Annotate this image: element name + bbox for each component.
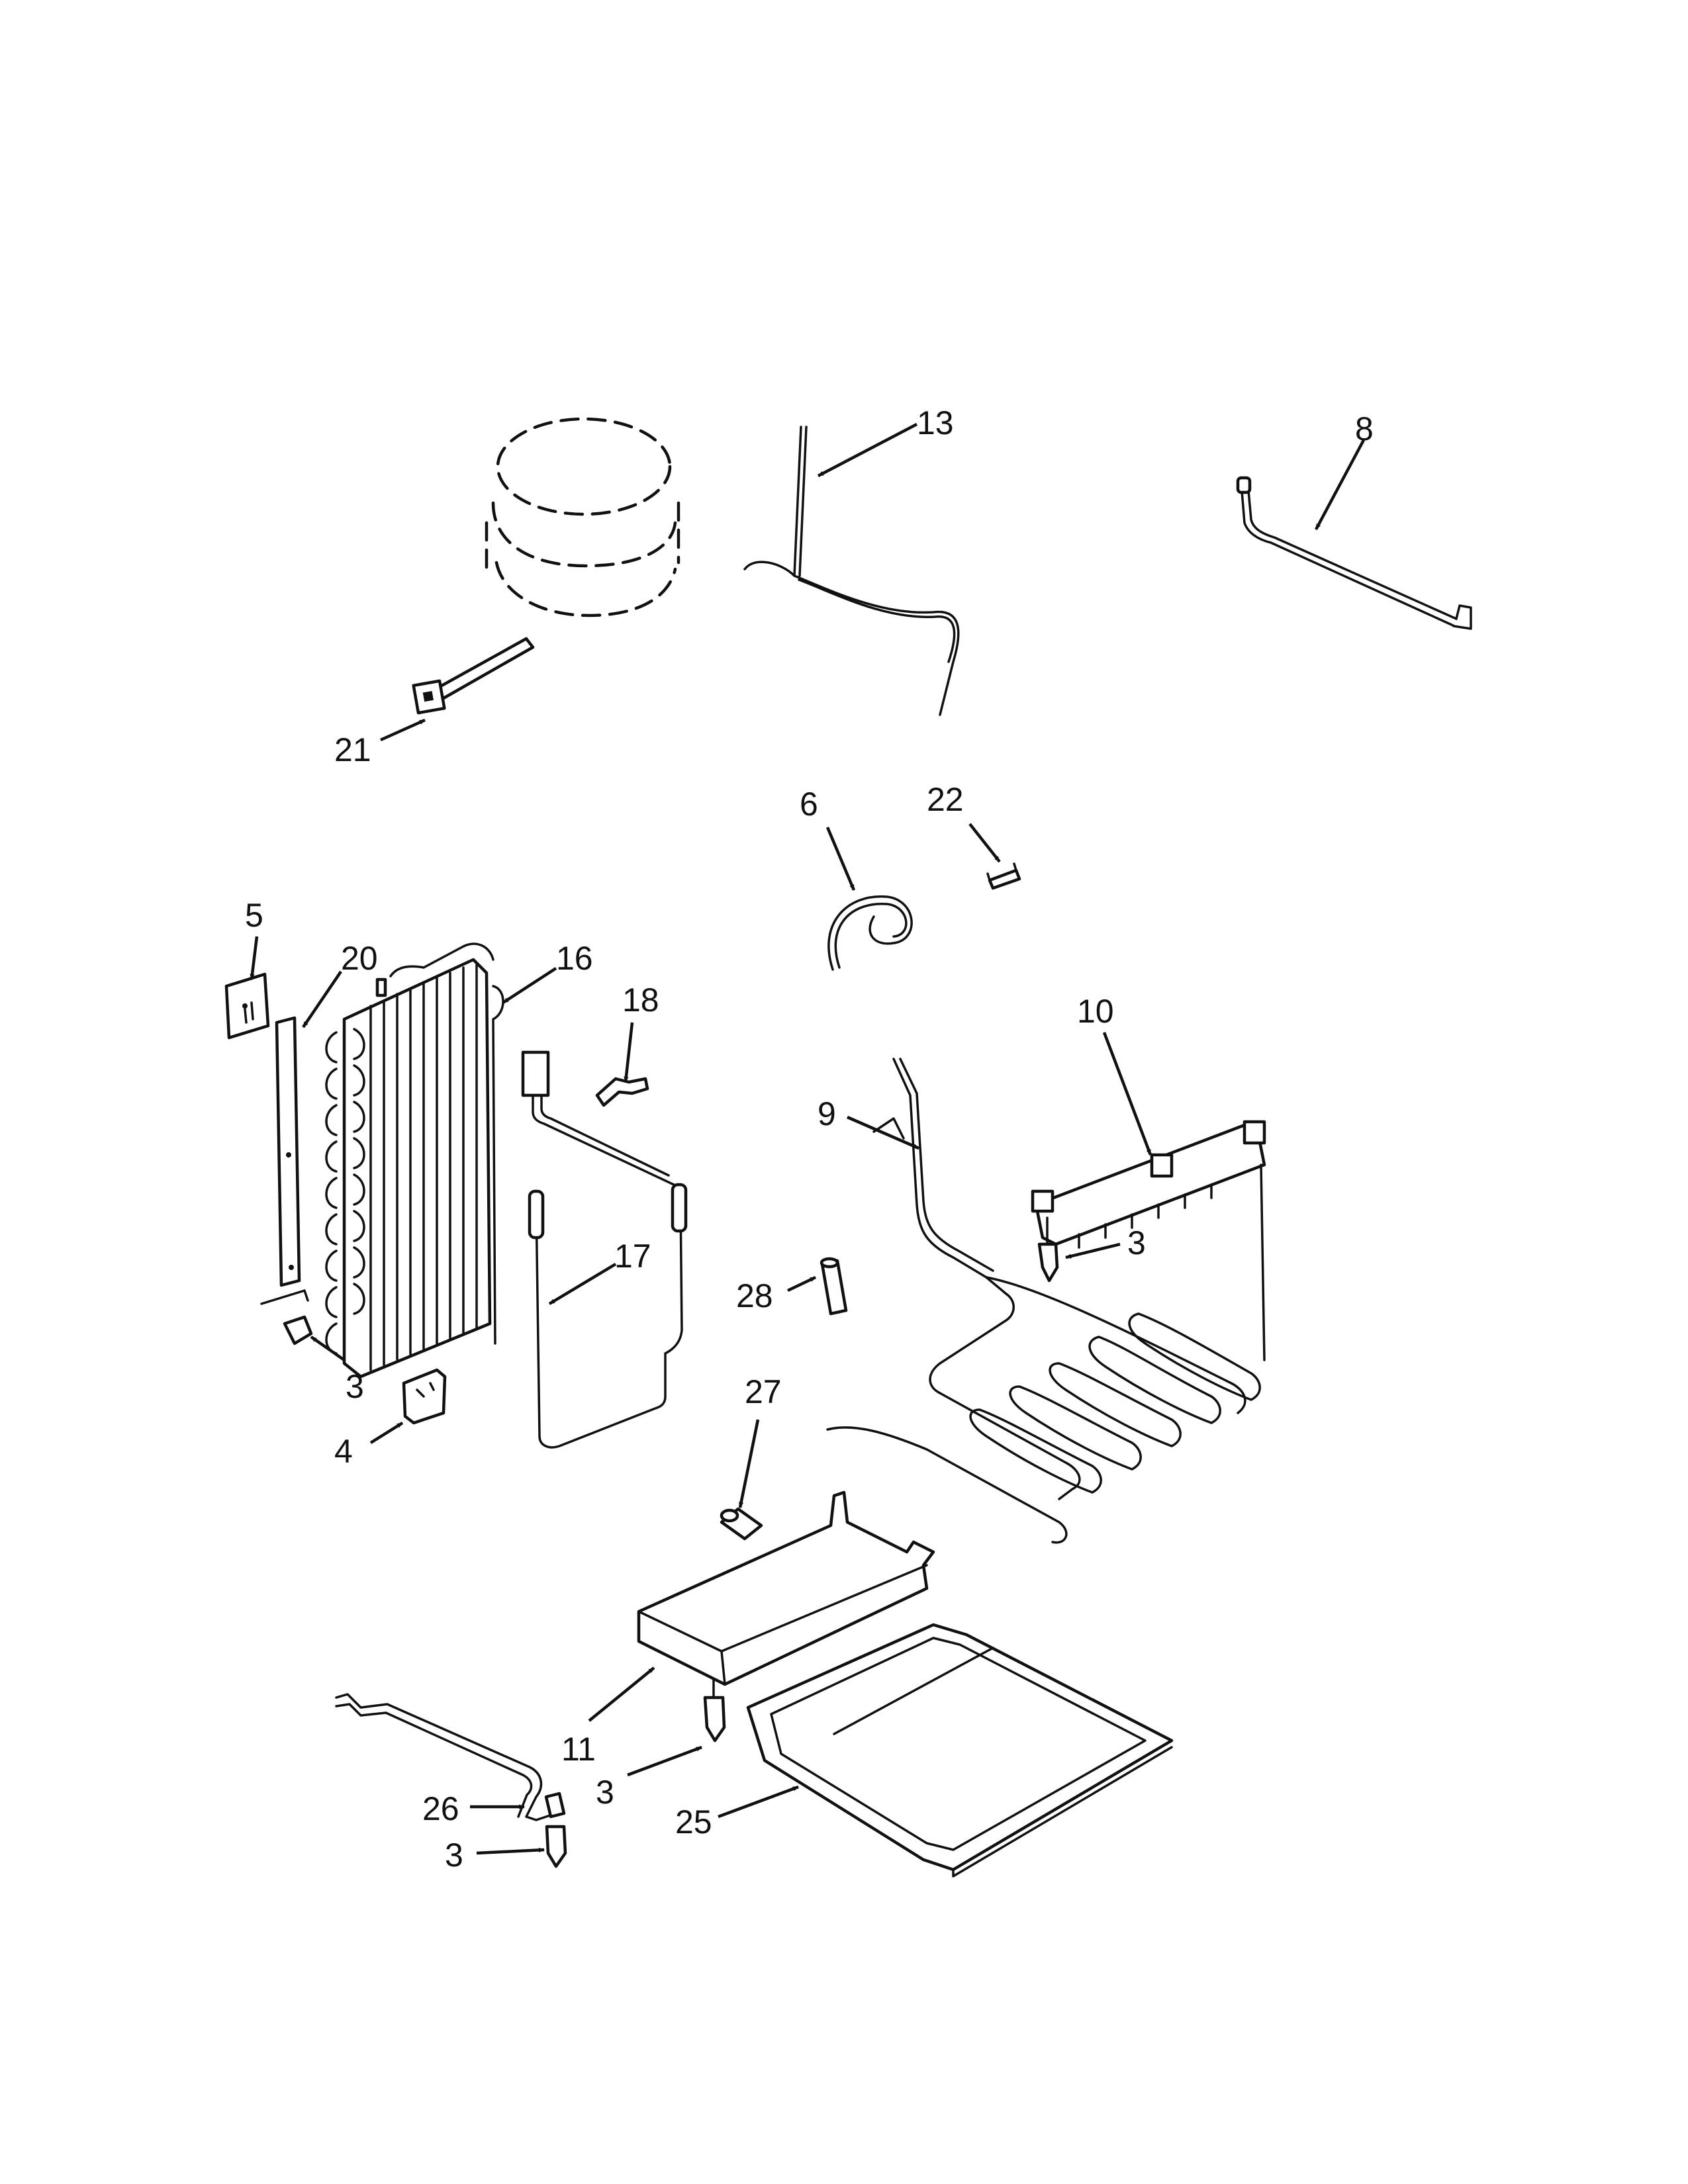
callout-20: 20 <box>341 940 378 977</box>
part-27-sleeve <box>720 1507 763 1541</box>
part-6-loop-tube <box>827 895 913 971</box>
callout-28: 28 <box>736 1277 773 1314</box>
part-8-tube <box>1236 476 1472 630</box>
callout-27: 27 <box>745 1373 782 1410</box>
part-28-sleeve <box>820 1257 848 1316</box>
callout-labels: 13 8 21 6 22 5 20 16 18 10 9 3 17 28 3 2… <box>245 404 1374 1874</box>
callout-18: 18 <box>622 981 659 1019</box>
part-22-clip <box>986 862 1021 890</box>
part-3-screw-d <box>545 1825 567 1868</box>
part-21-cable-tie <box>412 637 535 715</box>
part-26-tube <box>335 1693 566 1821</box>
callout-9: 9 <box>818 1095 836 1132</box>
callout-4: 4 <box>334 1433 353 1470</box>
callout-5: 5 <box>245 897 263 934</box>
part-11-trough <box>637 1490 935 1686</box>
callout-6: 6 <box>800 786 818 823</box>
part-5-label <box>224 972 270 1040</box>
part-25-drain-pan <box>746 1623 1174 1878</box>
callout-26: 26 <box>422 1790 459 1827</box>
callout-13: 13 <box>917 404 954 441</box>
part-18-clip <box>595 1077 649 1107</box>
part-9-heater-element <box>826 1058 1261 1544</box>
callout-16: 16 <box>556 940 593 977</box>
part-3-screw-b <box>283 1315 313 1345</box>
callout-17: 17 <box>614 1238 651 1275</box>
callout-3-b: 3 <box>346 1368 364 1405</box>
part-13-tube <box>743 426 960 716</box>
part-20-strip <box>260 1016 309 1305</box>
part-16-evaporator <box>325 942 504 1379</box>
callout-25: 25 <box>675 1803 712 1841</box>
part-4-bracket <box>402 1368 447 1425</box>
part-10-bracket <box>1031 1120 1266 1361</box>
part-3-screw-a <box>1037 1216 1059 1283</box>
callout-22: 22 <box>927 781 964 818</box>
callout-11: 11 <box>561 1731 596 1768</box>
callout-8: 8 <box>1355 410 1374 447</box>
callout-10: 10 <box>1077 993 1114 1030</box>
part-17-heater <box>521 1050 688 1449</box>
callout-3-a: 3 <box>1127 1224 1146 1261</box>
callout-3-c: 3 <box>596 1774 614 1811</box>
leader-lines <box>250 423 1365 1855</box>
callout-3-d: 3 <box>445 1837 463 1874</box>
compressor-outline <box>485 417 680 617</box>
callout-21: 21 <box>334 731 371 768</box>
